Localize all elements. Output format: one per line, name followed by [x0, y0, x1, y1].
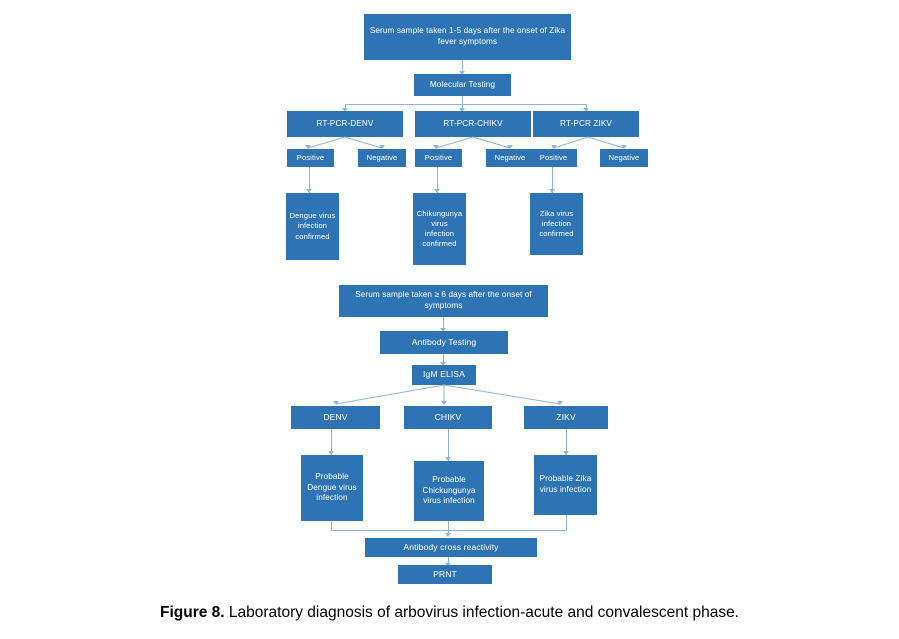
arrowhead-igm-elisa: [440, 362, 446, 366]
arrowhead-dengue-confirmed: [306, 189, 312, 193]
node-denv: DENV: [291, 406, 380, 429]
node-rtpcr-denv: RT-PCR-DENV: [287, 111, 403, 137]
arrowhead-probable-dengue: [328, 451, 334, 455]
edge-chikv-to-probable: [448, 429, 449, 461]
node-chikv-negative: Negative: [486, 149, 534, 167]
figure-caption-text: Laboratory diagnosis of arbovirus infect…: [224, 604, 739, 621]
node-acute-sample: Serum sample taken 1-5 days after the on…: [364, 14, 571, 60]
node-chikv-positive: Positive: [415, 149, 462, 167]
edge-bus-to-cross-reactivity: [448, 530, 449, 535]
edge-convalescent-sample-to-antibody: [443, 317, 444, 331]
arrowhead-denv-positive: [305, 145, 311, 149]
arrowhead-chikv: [441, 401, 447, 405]
edge-molecular-bus: [345, 104, 586, 105]
edge-igm-fan: [335, 384, 561, 405]
node-probable-chikungunya: Probable Chickungunya virus infection: [414, 461, 484, 521]
node-antibody-cross-reactivity: Antibody cross reactivity: [365, 538, 537, 557]
arrowhead-zikv-positive: [551, 145, 557, 149]
arrowhead-chikungunya-confirmed: [434, 189, 440, 193]
edge-cross-reactivity-to-prnt: [448, 557, 449, 567]
arrowhead-rtpcr-denv: [342, 108, 348, 112]
edge-molecular-to-rtpcr-chikv: [462, 104, 463, 111]
arrowhead-zikv-negative: [621, 145, 627, 149]
node-zika-confirmed: Zika virus infection confirmed: [530, 193, 583, 255]
edge-denv-to-probable: [331, 429, 332, 455]
arrowhead-denv: [333, 401, 339, 405]
node-probable-zika: Probable Zika virus infection: [534, 455, 597, 515]
node-zikv-positive: Positive: [530, 149, 577, 167]
node-chikv: CHIKV: [404, 406, 492, 429]
edge-acute-sample-to-molecular: [462, 60, 463, 74]
figure-number: Figure 8.: [159, 604, 225, 621]
node-denv-negative: Negative: [358, 149, 406, 167]
node-zikv-negative: Negative: [600, 149, 648, 167]
node-rtpcr-chikv: RT-PCR-CHIKV: [415, 111, 531, 137]
edge-molecular-to-rtpcr-zikv: [586, 104, 587, 111]
arrowhead-molecular: [459, 71, 465, 75]
arrowhead-zikv: [557, 401, 563, 405]
node-convalescent-sample: Serum sample taken ≥ 6 days after the on…: [339, 285, 548, 317]
edge-antibody-to-igm: [443, 354, 444, 365]
node-denv-positive: Positive: [287, 149, 334, 167]
arrowhead-denv-negative: [379, 145, 385, 149]
node-probable-dengue: Probable Dengue virus infection: [301, 455, 363, 521]
node-dengue-confirmed: Dengue virus infection confirmed: [286, 193, 339, 260]
arrowhead-rtpcr-zikv: [583, 108, 589, 112]
node-rtpcr-zikv: RT-PCR ZIKV: [533, 111, 639, 137]
arrowhead-zika-confirmed: [549, 189, 555, 193]
flowchart-canvas: Serum sample taken 1-5 days after the on…: [286, 14, 648, 584]
arrowhead-chikv-positive: [433, 145, 439, 149]
arrowhead-antibody-testing: [440, 328, 446, 332]
arrowhead-probable-chikungunya: [445, 457, 451, 461]
node-molecular-testing: Molecular Testing: [414, 74, 511, 96]
arrowhead-chikv-negative: [507, 145, 513, 149]
node-igm-elisa: IgM ELISA: [412, 365, 476, 385]
edge-merge-bus: [331, 530, 567, 531]
arrowhead-probable-zika: [563, 451, 569, 455]
edge-probable-dengue-down: [331, 521, 332, 530]
node-antibody-testing: Antibody Testing: [380, 331, 508, 354]
edge-probable-chikungunya-down: [448, 521, 449, 530]
node-zikv: ZIKV: [524, 406, 608, 429]
arrowhead-rtpcr-chikv: [459, 108, 465, 112]
edge-zikv-positive-to-confirmed: [552, 167, 553, 193]
edge-chikv-positive-to-confirmed: [437, 167, 438, 193]
edge-probable-zika-down: [566, 515, 567, 530]
node-chikungunya-confirmed: Chikungunya virus infection confirmed: [413, 193, 466, 265]
node-prnt: PRNT: [398, 565, 492, 584]
arrowhead-cross-reactivity: [445, 533, 451, 537]
figure-caption: Figure 8. Laboratory diagnosis of arbovi…: [0, 604, 899, 622]
edge-molecular-stub: [462, 96, 463, 104]
edge-zikv-to-probable: [566, 429, 567, 455]
edge-molecular-to-rtpcr-denv: [345, 104, 346, 111]
edge-denv-positive-to-confirmed: [309, 167, 310, 193]
